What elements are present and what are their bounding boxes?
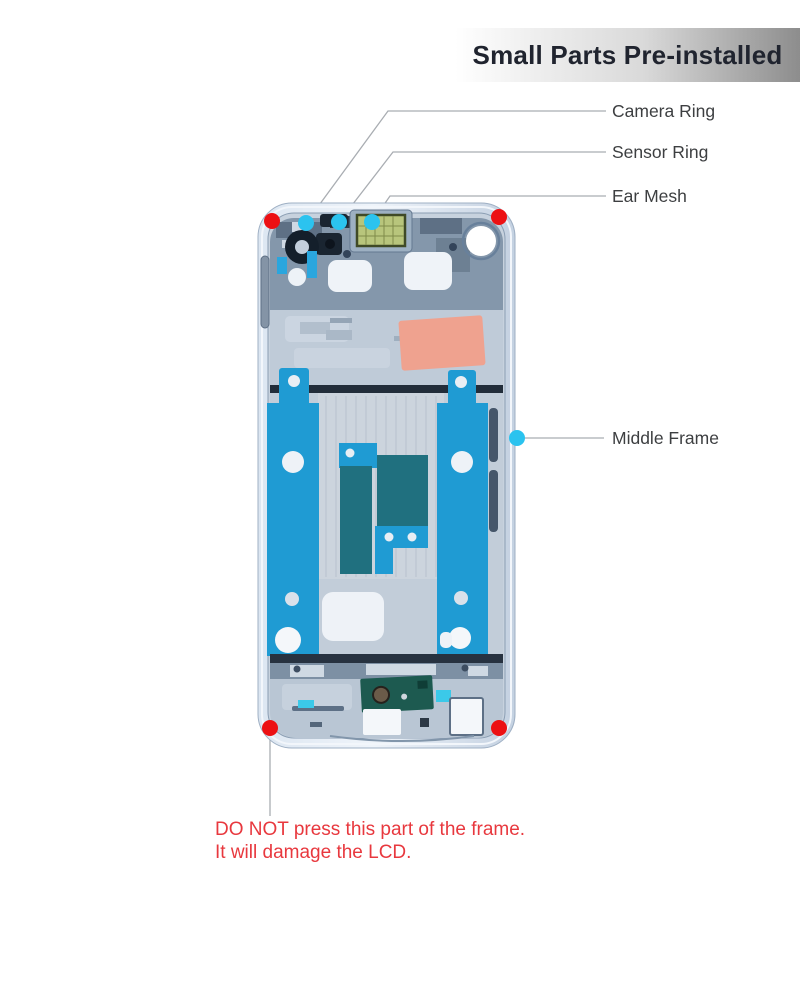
sensor-ring	[461, 221, 501, 261]
warning-line-1: DO NOT press this part of the frame.	[215, 819, 526, 840]
screw	[293, 665, 301, 673]
cutout-window	[404, 252, 452, 290]
preinstalled-banner-text: Small Parts Pre-installed	[472, 39, 783, 70]
ear-mesh	[349, 209, 413, 253]
warning-line-2: It will damage the LCD.	[215, 841, 412, 863]
marker-dot-cyan	[298, 215, 314, 231]
screw	[461, 664, 469, 672]
side-slot-left	[260, 255, 270, 329]
separator-bar	[270, 385, 503, 393]
bottom-plate	[270, 663, 503, 742]
leader-line-camera-ring	[305, 110, 606, 224]
adhesive-panel-right	[437, 370, 488, 656]
adhesive-panel-left	[267, 368, 319, 656]
middle-frame-part	[257, 202, 516, 749]
cutout-window	[328, 260, 372, 292]
adhesive-tab	[277, 257, 287, 274]
leader-line-sensor-ring	[338, 151, 606, 223]
marker-dot-red	[491, 720, 507, 736]
marker-dot-cyan	[364, 214, 380, 230]
camera-ring-label: Camera Ring	[612, 101, 716, 121]
screw	[343, 250, 351, 258]
cutout-hole	[288, 268, 306, 286]
marker-dot-cyan	[509, 430, 525, 446]
preinstalled-banner: Small Parts Pre-installed	[455, 28, 800, 82]
side-slot-right	[489, 470, 498, 532]
marker-dot-red	[264, 213, 280, 229]
adhesive-center	[339, 443, 428, 574]
middle-frame-label: Middle Frame	[612, 428, 719, 448]
marker-dot-red	[491, 209, 507, 225]
salmon-sticker	[398, 315, 486, 371]
leader-lines	[269, 110, 606, 816]
sensor-ring-label: Sensor Ring	[612, 142, 709, 162]
marker-dot-cyan	[331, 214, 347, 230]
marker-dot-red	[262, 720, 278, 736]
cutout-window	[322, 592, 384, 641]
annotation-markers	[262, 209, 525, 736]
adhesive-tab	[307, 251, 317, 278]
screw	[449, 243, 457, 251]
side-slot-right	[489, 408, 498, 462]
warning-note: DO NOT press this part of the frame. It …	[215, 819, 525, 864]
separator-bar	[270, 654, 503, 663]
ear-mesh-label: Ear Mesh	[612, 186, 687, 206]
